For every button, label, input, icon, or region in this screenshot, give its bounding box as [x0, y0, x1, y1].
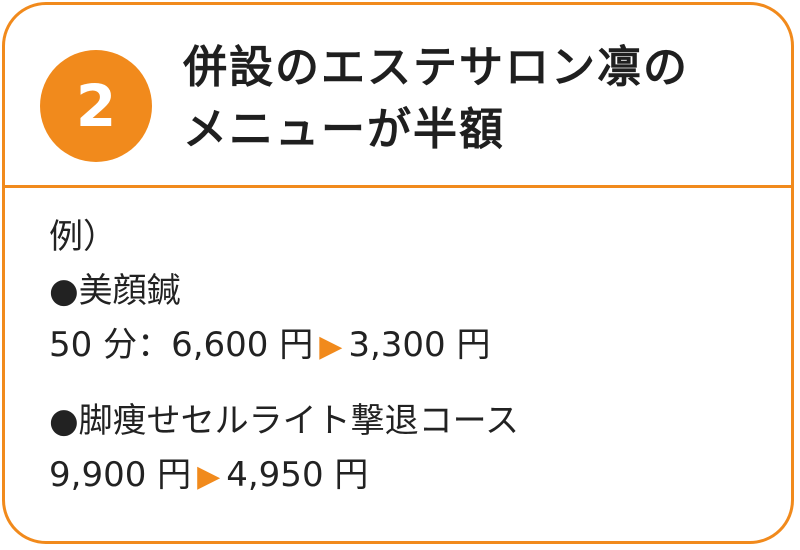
promo-card: 2 併設のエステサロン凛の メニューが半額 例） ●美顔鍼 50 分：6,600… [2, 2, 794, 544]
item1-price-before: 6,600 円 [171, 325, 314, 365]
item2-price-before: 9,900 円 [49, 455, 192, 495]
number-badge: 2 [40, 50, 152, 162]
item1-duration: 50 分： [49, 325, 172, 365]
title-line-1: 併設のエステサロン凛の [183, 42, 689, 93]
item2-price-line: 9,900 円▶4,950 円 [49, 448, 519, 504]
item1-name: ●美顔鍼 [49, 271, 181, 311]
item2-price-after: 4,950 円 [226, 455, 369, 495]
item2-name: ●脚痩せセルライト撃退コース [49, 401, 519, 441]
card-title: 併設のエステサロン凛の メニューが半額 [183, 37, 773, 161]
item1-price-after: 3,300 円 [348, 325, 491, 365]
example-label: 例） [49, 217, 117, 257]
title-line-2: メニューが半額 [183, 104, 505, 155]
arrow-right-icon: ▶ [197, 459, 221, 494]
card-body: 例） ●美顔鍼 50 分：6,600 円▶3,300 円 ●脚痩せセルライト撃退… [49, 210, 519, 504]
card-header: 2 併設のエステサロン凛の メニューが半額 [5, 5, 791, 188]
arrow-right-icon: ▶ [319, 329, 343, 364]
item1-price-line: 50 分：6,600 円▶3,300 円 [49, 318, 519, 374]
